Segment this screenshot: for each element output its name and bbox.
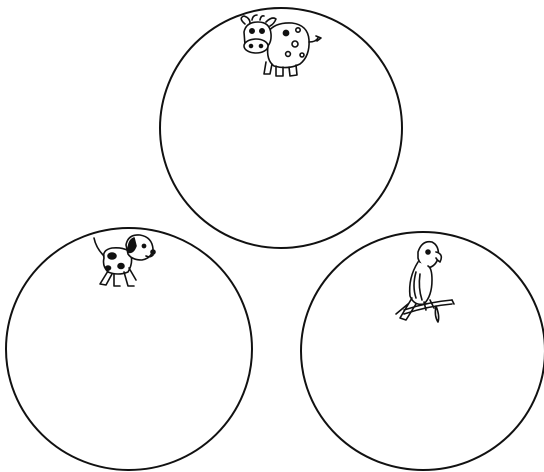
dog-icon bbox=[94, 235, 155, 286]
parrot-icon bbox=[396, 242, 454, 322]
cow-icon bbox=[241, 15, 321, 76]
